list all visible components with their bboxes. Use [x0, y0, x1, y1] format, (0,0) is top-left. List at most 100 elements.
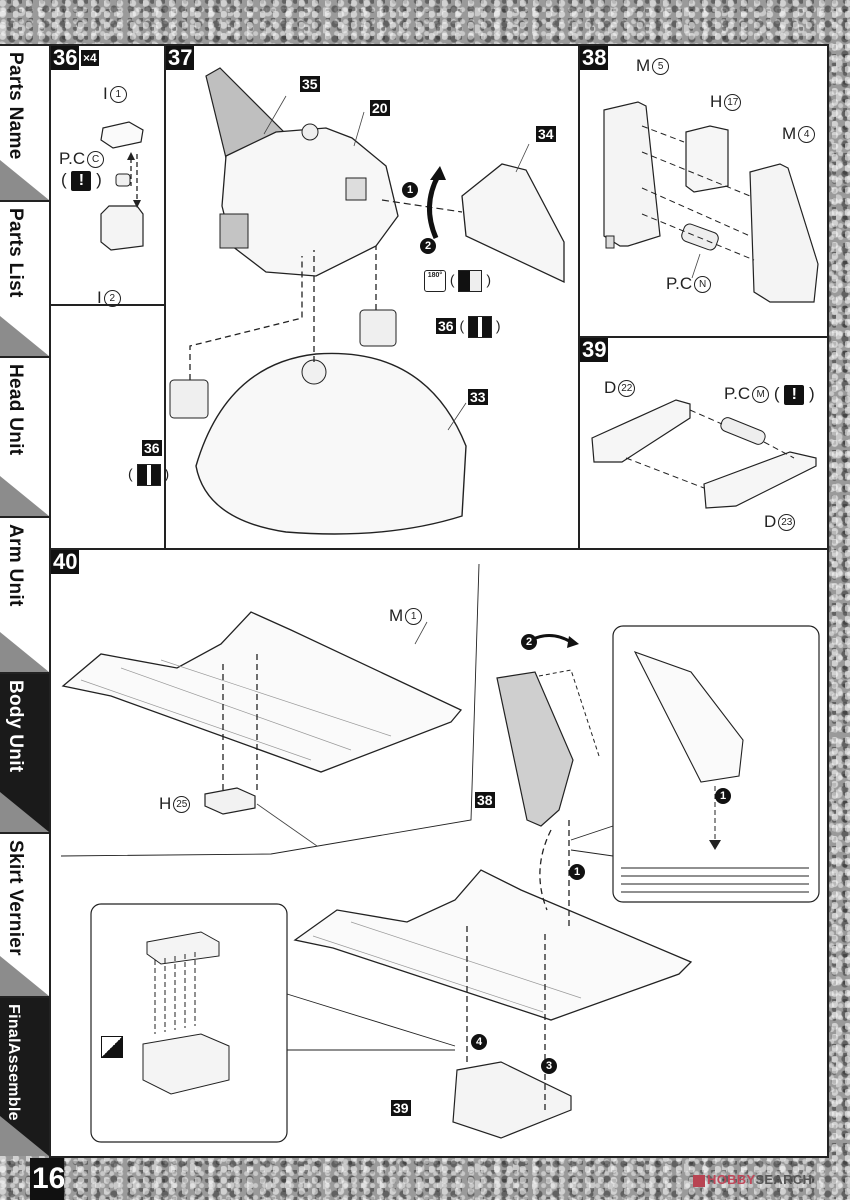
step-number: 39 — [580, 337, 609, 362]
sidebar-tab-head-unit[interactable]: Head Unit — [0, 356, 49, 516]
sidebar-tab-skirt-vernier[interactable]: Skirt Vernier — [0, 832, 49, 996]
part-pc-n — [681, 223, 719, 251]
step-number: 37 — [166, 45, 195, 70]
orientation-icon — [136, 464, 161, 486]
part-pc-c — [115, 173, 131, 187]
sidebar-tab-arm-unit[interactable]: Arm Unit — [0, 516, 49, 672]
tab-label: Arm Unit — [5, 524, 26, 607]
ref-36-orientation-a: 36 ( ) — [436, 316, 501, 338]
warning-icon: ! — [784, 384, 805, 405]
part-33-dome — [195, 352, 467, 535]
tab-corner — [0, 160, 49, 200]
step-37-panel: 37 35 20 34 33 1 2 180° ( ) 36 ( ) 36 ( … — [128, 44, 580, 550]
part-20-knob — [301, 123, 319, 141]
mirror-part-icon — [458, 270, 483, 292]
step-number: 40 — [51, 549, 80, 574]
part-H17 — [685, 125, 729, 193]
step-marker-1: 1 — [402, 182, 418, 198]
rotate-180-icon: 180° — [424, 270, 446, 292]
tab-corner — [0, 1116, 49, 1156]
callout-20: 20 — [370, 100, 390, 116]
ref-36-b: 36 — [142, 440, 162, 456]
sidebar-tab-final-assemble[interactable]: FinalAssemble — [0, 996, 49, 1156]
cut-gate-icon — [101, 1036, 123, 1058]
tab-corner — [0, 792, 49, 832]
part-M5 — [603, 101, 661, 247]
sidebar-tab-parts-list[interactable]: Parts List — [0, 200, 49, 356]
tab-label: FinalAssemble — [5, 1004, 22, 1121]
step-37-illustration — [169, 67, 565, 535]
callout-35: 35 — [300, 76, 320, 92]
warning-icon: ! — [71, 170, 92, 191]
part-I2-block — [100, 205, 144, 251]
tab-corner — [0, 956, 49, 996]
step-40-illustration — [60, 563, 820, 1143]
part-36-block-b — [169, 379, 209, 419]
ref-36-orientation-b: ( ) — [128, 464, 169, 486]
sidebar-tab-body-unit[interactable]: Body Unit — [0, 672, 49, 832]
page-number: 16 — [30, 1158, 65, 1200]
step-marker-2: 2 — [521, 634, 537, 650]
brand-watermark: HOBBYSEARCH — [693, 1172, 812, 1187]
callout-39: 39 — [391, 1100, 411, 1116]
part-34-shell — [461, 163, 565, 284]
step-36-illustration — [100, 121, 144, 251]
step-marker-4: 4 — [471, 1034, 487, 1050]
part-38-grey — [496, 671, 574, 827]
step-number: 38 — [580, 45, 609, 70]
step-marker-3: 3 — [541, 1058, 557, 1074]
tab-corner — [0, 476, 49, 516]
sidebar-tab-parts-name[interactable]: Parts Name — [0, 44, 49, 200]
part-36-block-a — [359, 309, 397, 347]
part-M1-skirt-top — [61, 611, 463, 773]
step-39-illustration — [591, 399, 817, 509]
part-I1-cap — [100, 121, 144, 149]
orientation-icon — [468, 316, 493, 338]
callout-33: 33 — [468, 389, 488, 405]
tab-corner — [0, 316, 49, 356]
part-pc-m — [720, 417, 766, 445]
quantity-badge: ×4 — [81, 50, 99, 66]
part-M4 — [749, 163, 819, 303]
part-D22 — [591, 399, 691, 463]
tab-corner — [0, 632, 49, 672]
step-number: 36 — [51, 45, 80, 70]
step-38-illustration — [603, 101, 819, 303]
step-marker-1-inset: 1 — [715, 788, 731, 804]
step-marker-2: 2 — [420, 238, 436, 254]
tab-label: Parts List — [5, 208, 26, 298]
callout-34: 34 — [536, 126, 556, 142]
rotate-arrow — [426, 174, 441, 240]
rotate-180-note: 180° ( ) — [424, 270, 491, 292]
step-marker-1: 1 — [569, 864, 585, 880]
tab-label: Parts Name — [5, 52, 26, 160]
part-39 — [452, 1061, 572, 1139]
part-H25 — [204, 787, 256, 815]
part-D23 — [703, 451, 817, 509]
brand-logo-icon — [693, 1174, 705, 1187]
tab-label: Skirt Vernier — [5, 840, 26, 956]
part-M1-skirt-bottom — [293, 869, 693, 1021]
warning-note: ( ! ) — [61, 170, 102, 191]
callout-38: 38 — [475, 792, 495, 808]
head-body — [221, 127, 399, 277]
tab-label: Body Unit — [5, 680, 26, 773]
tab-label: Head Unit — [5, 364, 26, 456]
detail-inset-bottom — [90, 903, 288, 1143]
